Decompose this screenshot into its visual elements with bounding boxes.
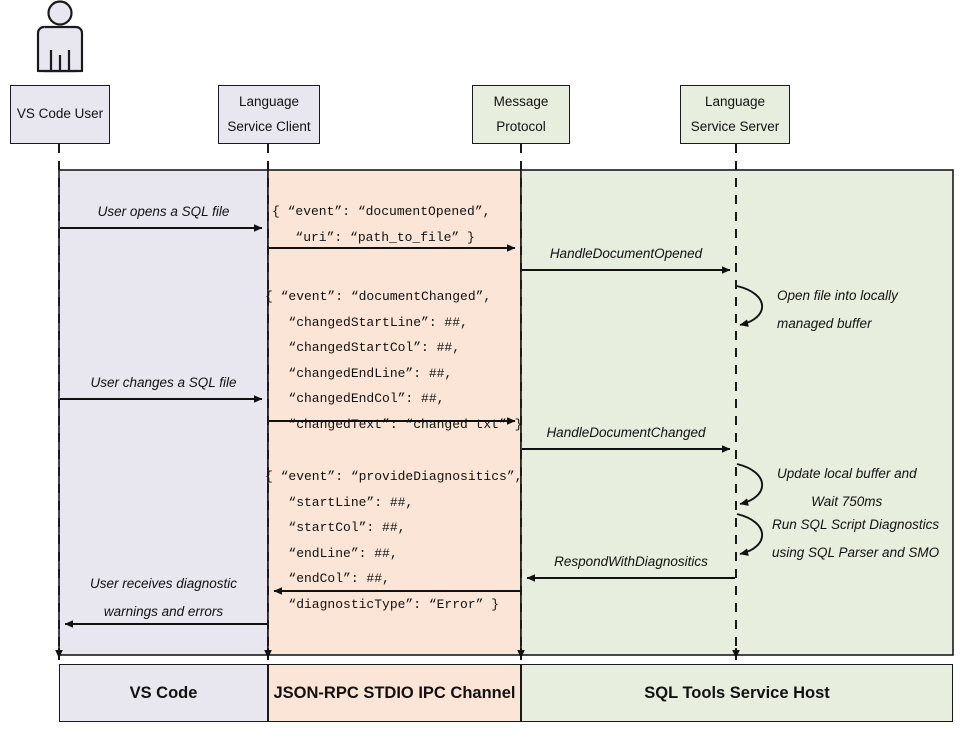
label-handle-document-opened: HandleDocumentOpened [522, 240, 730, 268]
note-line2: managed buffer [777, 315, 872, 331]
actor-box-language-service-client[interactable]: Language Service Client [218, 85, 320, 144]
actor-box-language-service-server[interactable]: Language Service Server [680, 85, 790, 144]
band-label-vs-code[interactable]: VS Code [59, 664, 268, 722]
user-avatar-icon [36, 0, 84, 73]
actor-label-line2: Service Client [227, 118, 311, 134]
label-text: HandleDocumentOpened [549, 246, 703, 261]
note-update-buffer: Update local buffer and Wait 750ms [777, 460, 917, 515]
note-line1: Update local buffer and [777, 466, 917, 481]
note-run-diagnostics: Run SQL Script Diagnostics using SQL Par… [772, 511, 939, 566]
label-handle-document-changed: HandleDocumentChanged [522, 419, 730, 447]
band-json-rpc [267, 169, 522, 656]
label-user-receives-diagnostics: User receives diagnostic warnings and er… [59, 570, 268, 625]
note-line1: Run SQL Script Diagnostics [772, 517, 940, 532]
band-label-text: VS Code [129, 683, 198, 702]
selfloop-open-file [736, 285, 764, 327]
actor-label-line1: Message [493, 93, 549, 109]
label-line1: User opens a SQL file [97, 204, 230, 219]
actor-label-line1: VS Code User [16, 106, 104, 122]
note-open-file: Open file into locally managed buffer [777, 282, 898, 337]
payload-document-changed: { “event”: “documentChanged”, “changedSt… [265, 289, 523, 432]
label-line1: User changes a SQL file [90, 375, 237, 390]
band-label-text: JSON-RPC STDIO IPC Channel [273, 683, 516, 702]
payload-document-opened: { “event”: “documentOpened”, “uri”: “pat… [272, 204, 491, 245]
label-respond-with-diagnositics: RespondWithDiagnositics [527, 548, 735, 576]
selfloop-update-buffer [736, 463, 764, 506]
note-line2: using SQL Parser and SMO [772, 544, 940, 560]
label-text: RespondWithDiagnositics [554, 554, 708, 569]
label-line1: User receives diagnostic [89, 576, 238, 591]
actor-label-line1: Language [704, 93, 766, 109]
label-user-opens-file: User opens a SQL file [59, 198, 268, 226]
band-vs-code [58, 169, 269, 656]
actor-box-message-protocol[interactable]: Message Protocol [472, 85, 570, 144]
band-label-sql-tools[interactable]: SQL Tools Service Host [521, 664, 953, 722]
actor-box-vs-code-user[interactable]: VS Code User [10, 85, 110, 144]
actor-label-line2: Service Server [690, 118, 780, 134]
band-label-text: SQL Tools Service Host [644, 683, 830, 702]
payload-provide-diagnositics: { “event”: “provideDiagnositics”, “start… [265, 469, 523, 612]
label-user-changes-file: User changes a SQL file [59, 369, 268, 397]
label-line2: warnings and errors [103, 603, 224, 619]
note-line1: Open file into locally [777, 288, 898, 303]
label-text: HandleDocumentChanged [546, 425, 706, 440]
selfloop-run-diagnostics [736, 513, 764, 556]
note-line2: Wait 750ms [811, 493, 883, 509]
actor-label-line1: Language [238, 93, 300, 109]
actor-label-line2: Protocol [496, 118, 546, 134]
band-label-json-rpc[interactable]: JSON-RPC STDIO IPC Channel [268, 664, 521, 722]
